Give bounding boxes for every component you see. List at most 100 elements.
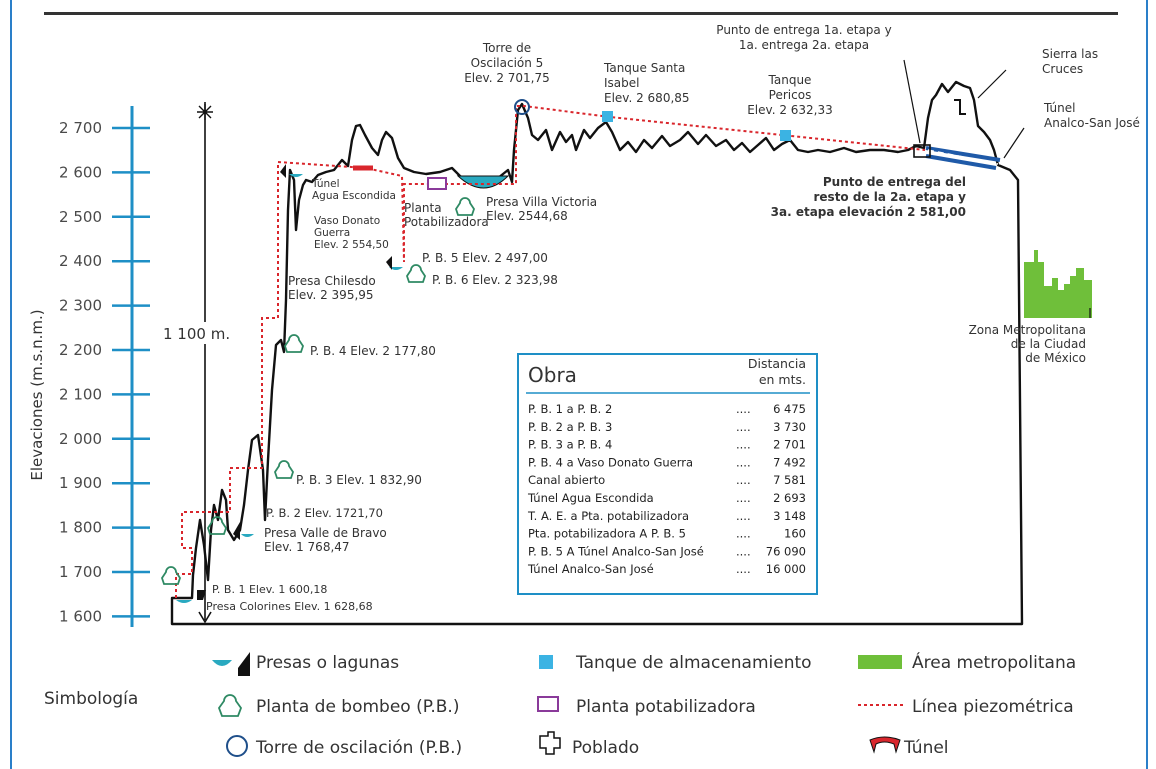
span-top-star	[197, 104, 213, 120]
presa-valle-water	[241, 534, 254, 537]
annotation-tanque-pericos: Tanque	[768, 73, 812, 87]
sierra-marker	[954, 99, 966, 115]
annotation-zona-metro: de México	[1025, 351, 1086, 365]
annotation-tunel-agua: Túnel	[311, 178, 340, 190]
terrain-profile	[170, 80, 1024, 626]
area-metropolitana-graphic	[1024, 250, 1092, 318]
torre-oscilacion-5-symbol	[514, 99, 530, 115]
table-row-dots: ....	[736, 473, 751, 487]
annotation-presa-villa: Elev. 2544,68	[486, 209, 568, 223]
y-tick-label: 2 700	[59, 119, 102, 137]
annotation-presa-villa: Presa Villa Victoria	[486, 195, 597, 209]
annotation-sierra: Cruces	[1042, 62, 1083, 76]
annotation-punto-entrega-top: 1a. entrega 2a. etapa	[739, 38, 869, 52]
annotation-tanque-pericos: Pericos	[769, 88, 812, 102]
table-row-obra: P. B. 4 a Vaso Donato Guerra	[528, 455, 693, 469]
table-row-dots: ....	[736, 509, 751, 523]
vaso-donato-dam	[280, 164, 286, 178]
legend-poblado-label: Poblado	[572, 738, 639, 758]
y-tick-label: 1 600	[59, 607, 102, 625]
table-row-distance: 76 090	[766, 544, 806, 558]
legend-linea-label: Línea piezométrica	[912, 697, 1074, 717]
annotation-tanque-pericos: Elev. 2 632,33	[747, 103, 833, 117]
table-row-obra: P. B. 1 a P. B. 2	[528, 402, 612, 416]
pb2-pump-icon	[207, 516, 227, 535]
pb4-pump-icon	[284, 334, 304, 353]
annotation-tanque-santa-isabel: Elev. 2 680,85	[604, 91, 690, 105]
y-tick-label: 2 400	[59, 252, 102, 270]
table-row-obra: Túnel Analco-San José	[527, 562, 654, 576]
pb6-pump-icon	[406, 264, 426, 283]
table-row-dots: ....	[736, 562, 751, 576]
legend-torre-label: Torre de oscilación (P.B.)	[255, 738, 462, 758]
annotation-punto-entrega-top: Punto de entrega 1a. etapa y	[716, 23, 891, 37]
legend-pump-icon	[217, 694, 243, 717]
y-tick-label: 2 500	[59, 208, 102, 226]
annotation-torre: Torre de	[482, 41, 531, 55]
tanque-santa-isabel-symbol	[602, 111, 613, 122]
annotation-pb4: P. B. 4 Elev. 2 177,80	[310, 344, 436, 358]
table-row-distance: 3 148	[773, 509, 806, 523]
legend-poblado-icon	[539, 731, 561, 755]
y-tick-label: 2 200	[59, 341, 102, 359]
annotation-zona-metro: Zona Metropolitana	[969, 323, 1086, 337]
tunel-analco-center	[927, 149, 999, 165]
legend-tanque-label: Tanque de almacenamiento	[575, 653, 812, 673]
span-arrow	[198, 611, 212, 624]
table-row-distance: 7 581	[773, 473, 806, 487]
annotation-presa-chilesdo: Presa Chilesdo	[288, 274, 376, 288]
legend-tunel-label: Túnel	[903, 738, 949, 758]
presa-colorines-dam	[197, 590, 206, 600]
punto-entrega-box	[913, 144, 931, 158]
legend-title: Simbología	[44, 689, 138, 709]
legend-tunel-icon	[869, 736, 901, 754]
legend-presas-label: Presas o lagunas	[256, 653, 399, 673]
annotation-zona-metro: de la Ciudad	[1011, 337, 1086, 351]
annotation-presa-valle: Presa Valle de Bravo	[264, 526, 387, 540]
elevation-span-marker: 1 100 m.	[158, 102, 248, 624]
presa-chilesdo-water	[389, 267, 403, 270]
annotation-tanque-santa-isabel: Isabel	[604, 76, 639, 90]
legend-area-label: Área metropolitana	[912, 651, 1076, 673]
table-row-distance: 16 000	[766, 562, 806, 576]
annotation-vaso-donato: Elev. 2 554,50	[314, 239, 389, 251]
annotation-pb1: P. B. 1 Elev. 1 600,18	[212, 583, 327, 596]
legend-torre-icon	[226, 735, 248, 757]
y-tick-label: 2 300	[59, 297, 102, 315]
vaso-donato-water	[289, 174, 303, 177]
pb5-pump-icon	[455, 197, 475, 216]
frame-top-line	[44, 12, 1118, 15]
legend-area-icon	[858, 655, 902, 669]
table-row-dots: ....	[736, 455, 751, 469]
table-row-dots: ....	[736, 527, 751, 541]
table-row-obra: T. A. E. a Pta. potabilizadora	[527, 509, 689, 523]
table-row-distance: 3 730	[773, 420, 806, 434]
table-header-en-mts: en mts.	[759, 372, 806, 387]
frame-right-line	[1146, 0, 1148, 769]
legend-presa-icon	[212, 660, 232, 666]
annotation-pb2: P. B. 2 Elev. 1721,70	[266, 506, 383, 520]
y-tick-label: 1 700	[59, 563, 102, 581]
table-header-distancia: Distancia	[748, 356, 806, 371]
tunel-analco-san-jose	[925, 146, 1001, 170]
y-axis-title: Elevaciones (m.s.n.m.)	[28, 309, 46, 480]
table-row-dots: ....	[736, 544, 751, 558]
table-row-dots: ....	[736, 491, 751, 505]
presa-chilesdo-dam	[386, 256, 392, 270]
leader-sierra	[977, 69, 1007, 99]
annotation-punto-entrega-bottom: 3a. etapa elevación 2 581,00	[771, 205, 966, 219]
table-row-distance: 6 475	[773, 402, 806, 416]
y-tick-label: 2 100	[59, 385, 102, 403]
leader-tunel-analco	[1003, 127, 1025, 159]
table-row-distance: 2 693	[773, 491, 806, 505]
annotation-vaso-donato: Guerra	[314, 227, 350, 239]
legend: Simbología Presas o lagunas Planta de bo…	[44, 651, 1076, 758]
table-border	[517, 353, 818, 595]
annotation-punto-entrega-bottom: Punto de entrega del	[823, 175, 966, 189]
annotation-planta-pot: Potabilizadora	[404, 215, 489, 229]
presa-colorines-water	[176, 600, 192, 603]
table-row-obra: P. B. 3 a P. B. 4	[528, 438, 612, 452]
legend-planta-pot-icon	[537, 696, 559, 712]
